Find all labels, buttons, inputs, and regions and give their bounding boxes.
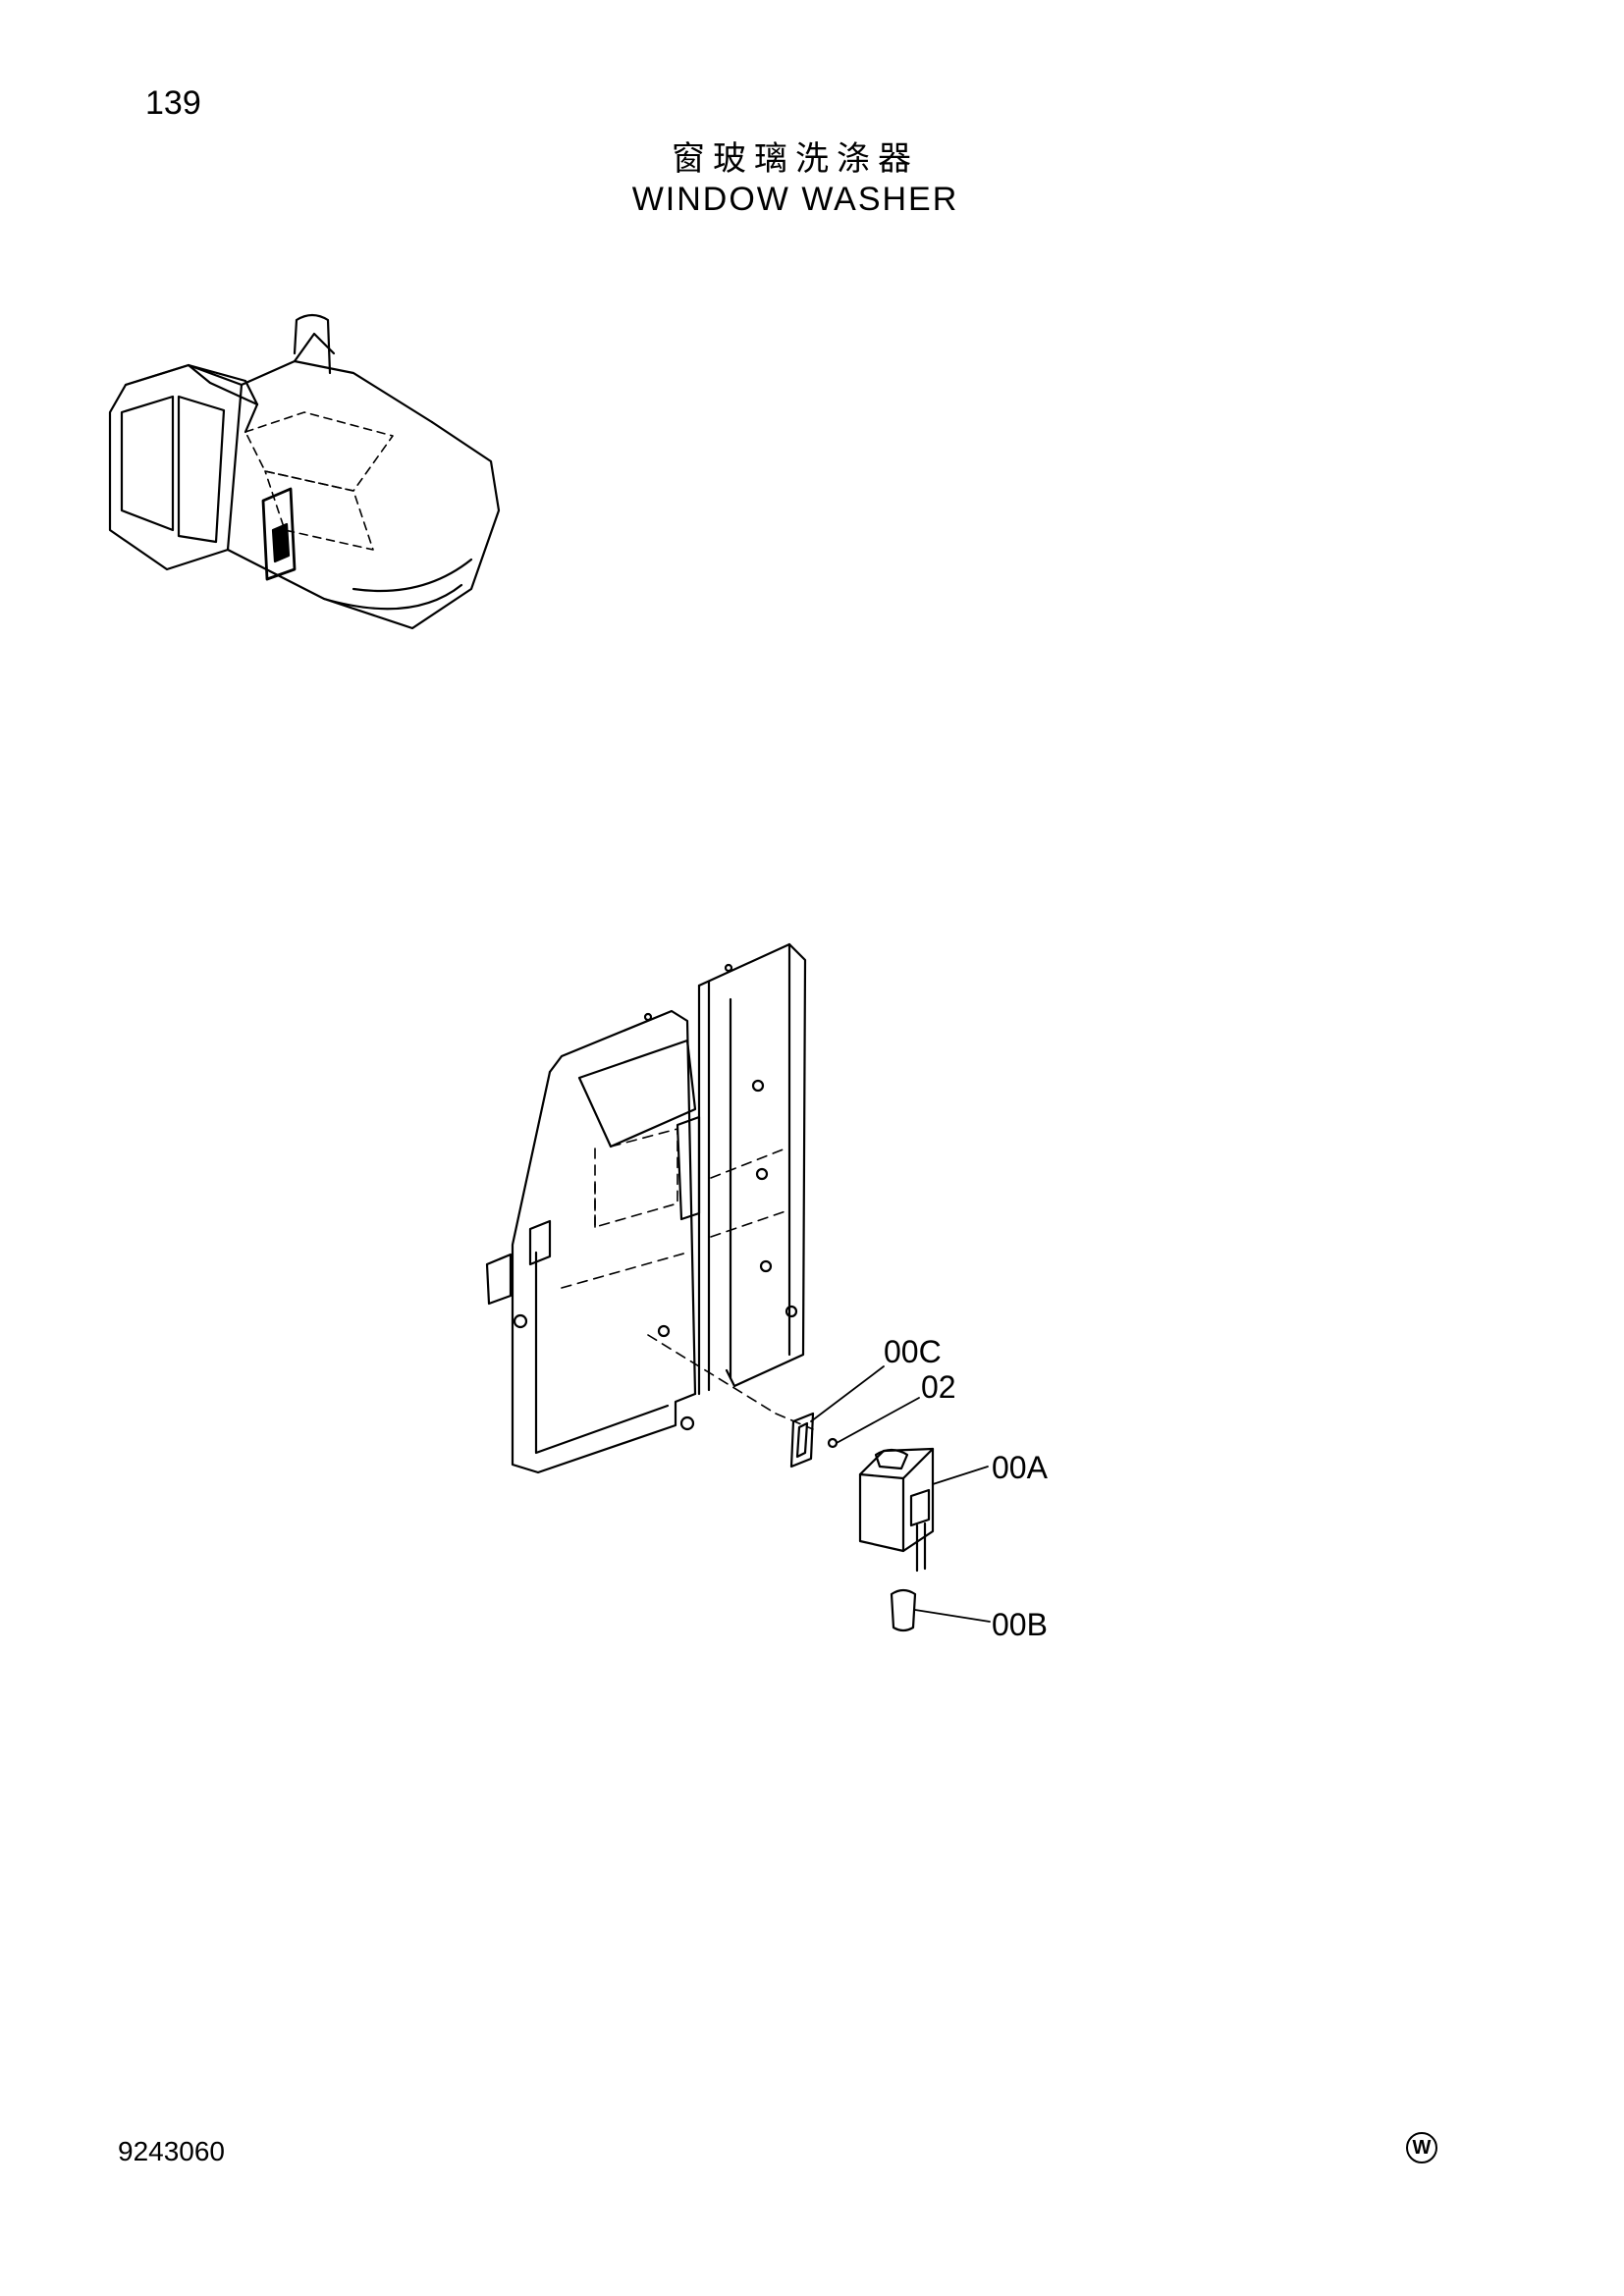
callout-00C: 00C [884, 1334, 942, 1369]
title-chinese: 窗玻璃洗涤器 [672, 139, 919, 179]
callout-02: 02 [921, 1369, 956, 1405]
callout-00B: 00B [992, 1607, 1048, 1642]
document-number: 9243060 [118, 2136, 226, 2166]
callout-00A: 00A [992, 1450, 1049, 1485]
w-logo-icon: W [1406, 2132, 1437, 2163]
page-number: 139 [145, 84, 201, 122]
leader-lines [810, 1365, 991, 1623]
title-english: WINDOW WASHER [631, 181, 959, 218]
cab-panel-illustration [485, 942, 935, 1632]
machine-overview-illustration [108, 313, 501, 630]
